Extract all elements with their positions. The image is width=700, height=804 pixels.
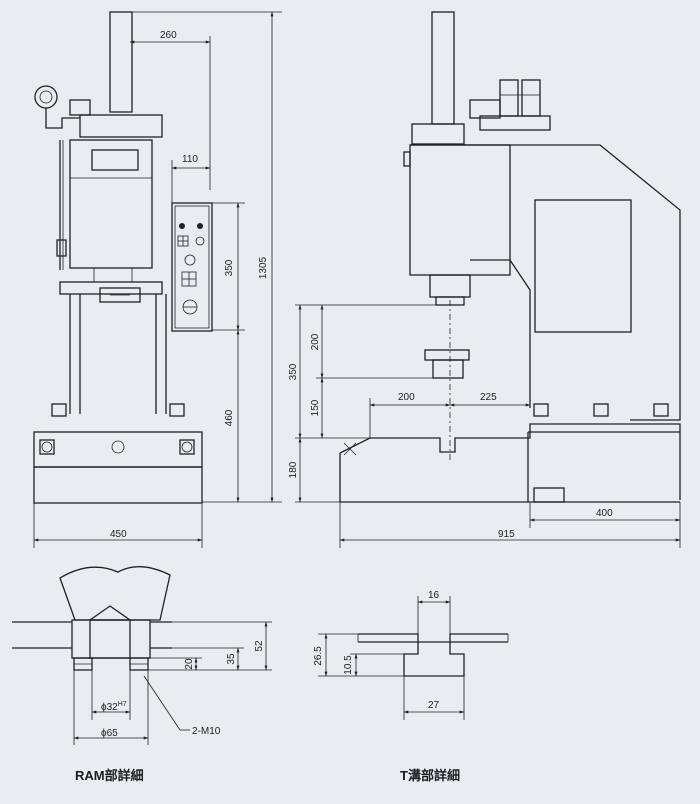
dim-2-m10: 2-M10 [192, 726, 221, 737]
dim-1305: 1305 [258, 256, 269, 279]
dim-phi32: ϕ32H7 [101, 701, 127, 713]
dim-52: 52 [254, 640, 265, 652]
dim-200-stroke: 200 [310, 333, 321, 350]
side-view: 200 350 150 180 200 225 400 915 [288, 11, 681, 548]
dim-26-5: 26.5 [313, 646, 324, 666]
dim-450: 450 [110, 529, 127, 540]
dim-150: 150 [310, 399, 321, 416]
pressure-gauge-icon [34, 85, 58, 109]
dim-915: 915 [498, 529, 515, 540]
dim-180: 180 [288, 461, 299, 478]
dim-16: 16 [428, 590, 440, 601]
dim-350: 350 [224, 259, 235, 276]
tslot-detail-caption: T溝部詳細 [400, 768, 460, 783]
dim-10-5: 10.5 [343, 655, 354, 675]
dim-110: 110 [182, 154, 198, 165]
dim-200-throat: 200 [398, 392, 415, 403]
dim-400: 400 [596, 508, 613, 519]
tslot-detail: 16 26.5 10.5 27 T溝部詳細 [313, 590, 509, 783]
dim-350-daylight: 350 [288, 363, 299, 380]
control-panel [171, 202, 213, 332]
dim-27: 27 [428, 700, 440, 711]
dim-460: 460 [224, 409, 235, 426]
dim-260: 260 [160, 30, 177, 41]
ram-detail-caption: RAM部詳細 [75, 768, 144, 783]
front-view: 260 110 350 1305 460 450 [33, 11, 282, 548]
dim-20: 20 [184, 658, 195, 670]
dim-phi65: ϕ65 [101, 728, 118, 739]
dim-35: 35 [226, 653, 237, 665]
dim-225: 225 [480, 392, 497, 403]
ram-detail: 52 35 20 ϕ32H7 ϕ65 2-M10 RAM部詳細 [12, 566, 272, 783]
